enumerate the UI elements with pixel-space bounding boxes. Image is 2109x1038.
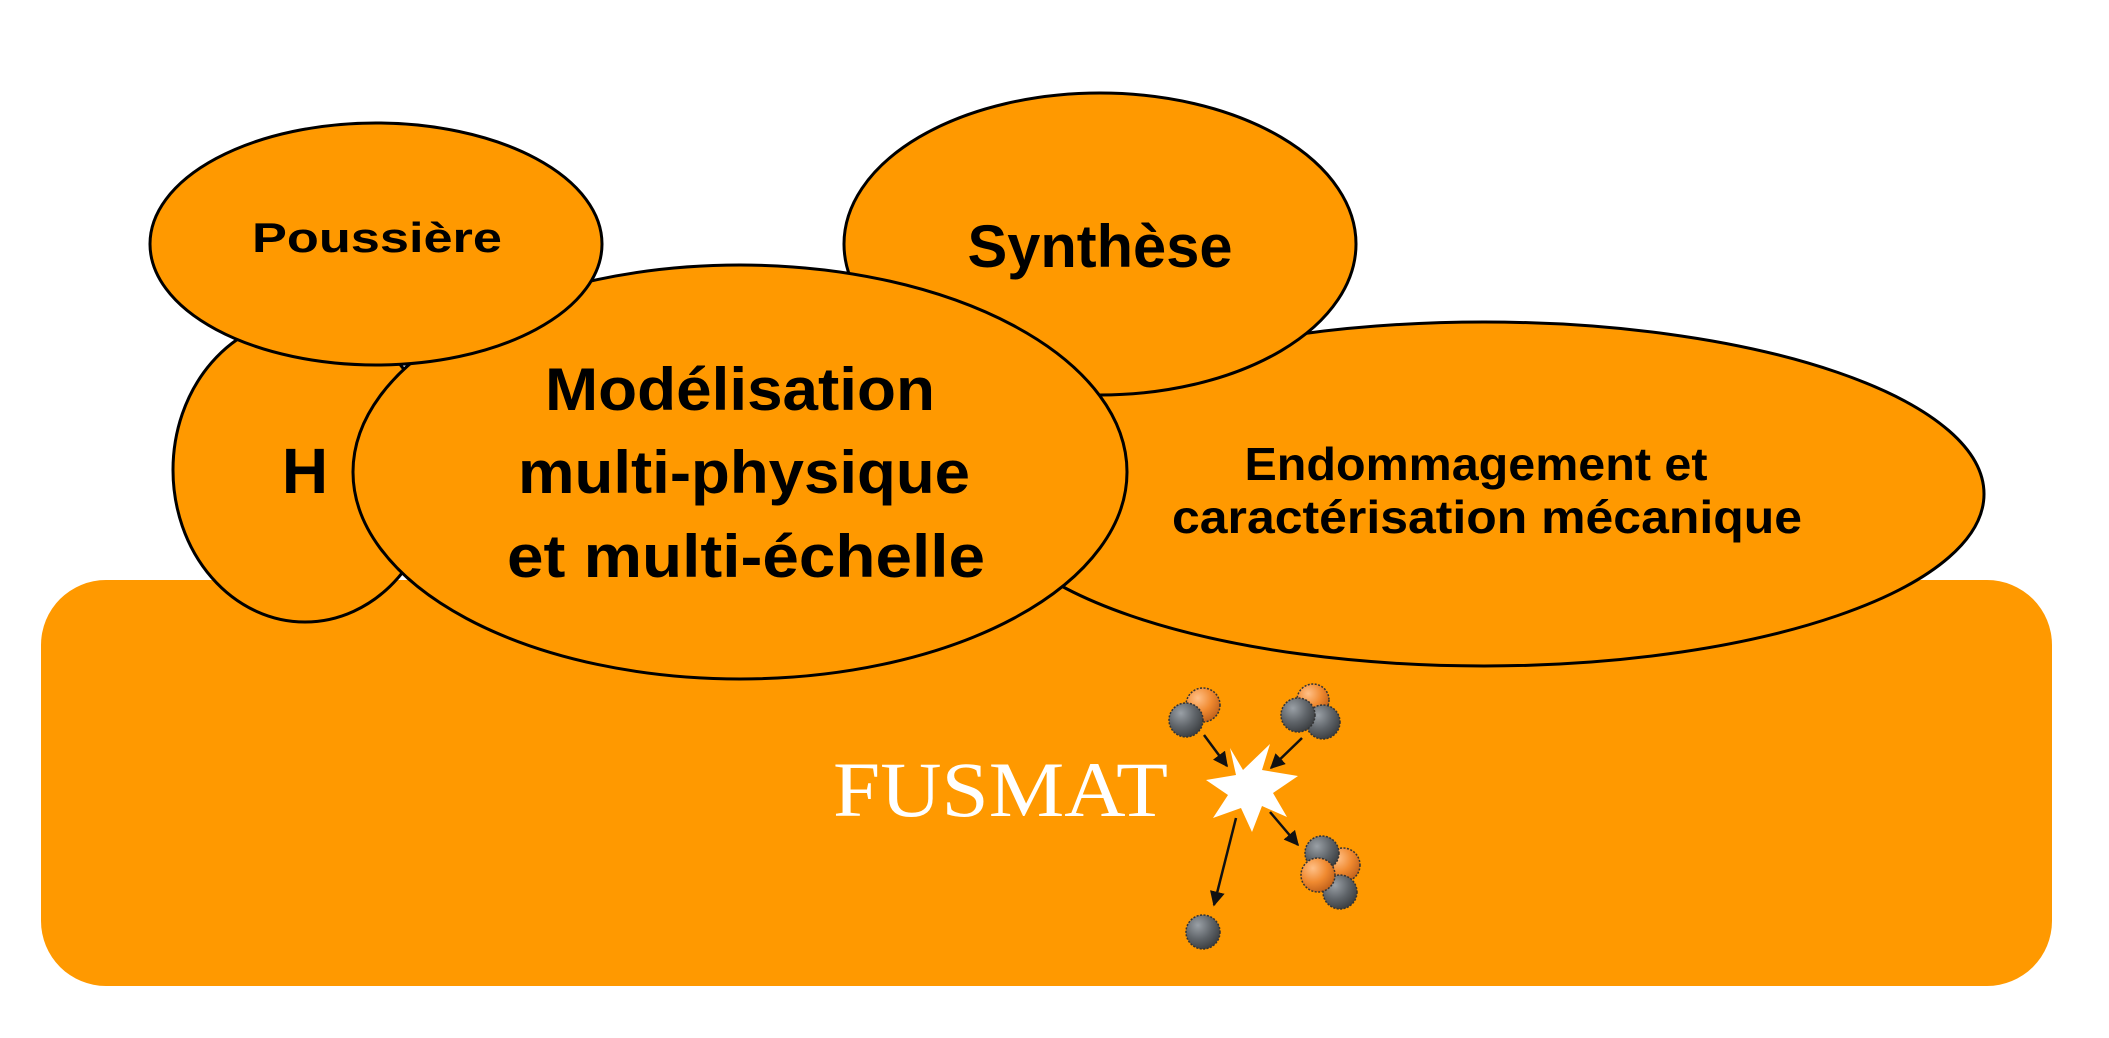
neutron-icon [1168,702,1204,738]
fusmat-logo: FUSMAT [833,683,1361,950]
arrow-out-icon [1269,811,1299,847]
bubble-endommagement-label-line1: Endommagement et [1245,438,1708,490]
helium-nucleus-icon [1300,835,1361,910]
bubble-poussiere-label: Poussière [252,214,502,261]
fusmat-logo-text: FUSMAT [833,746,1168,833]
arrow-in-icon [1202,734,1229,768]
fusmat-base-platform [41,580,2052,986]
bubble-modelisation-label-line1: Modélisation [545,356,935,423]
neutron-icon [1280,697,1316,733]
bubble-h: H [171,316,439,624]
bubble-h-label: H [282,435,328,507]
fusion-flash-icon [1206,744,1298,832]
bubble-endommagement-label-line2: caractérisation mécanique [1172,491,1802,543]
bubble-synthese-label: Synthèse [968,213,1233,280]
arrow-in-icon [1269,737,1303,770]
bubble-poussiere: Poussière [148,121,604,367]
bubble-modelisation-label-line2: multi-physique [518,439,970,506]
fusion-reaction-icon [1168,683,1361,950]
bubble-modelisation-label-line3: et multi-échelle [507,523,985,590]
proton-icon [1300,857,1336,893]
deuterium-nucleus-icon [1168,687,1221,738]
tritium-nucleus-icon [1280,683,1341,740]
arrow-out-icon [1210,817,1238,907]
neutron-product-icon [1185,914,1221,950]
bubble-modelisation-shape [351,263,1129,681]
bubble-poussiere-shape [148,121,604,367]
bubble-modelisation: Modélisation multi-physique et multi-éch… [351,263,1129,681]
bubble-endommagement: Endommagement et caractérisation mécaniq… [982,320,1986,668]
